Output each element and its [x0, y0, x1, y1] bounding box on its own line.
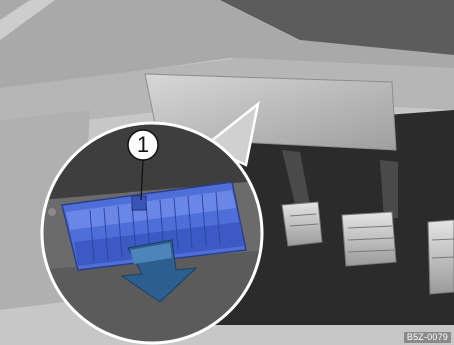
callout-number: 1: [126, 130, 160, 160]
figure-code: B5Z-0079: [404, 332, 451, 343]
